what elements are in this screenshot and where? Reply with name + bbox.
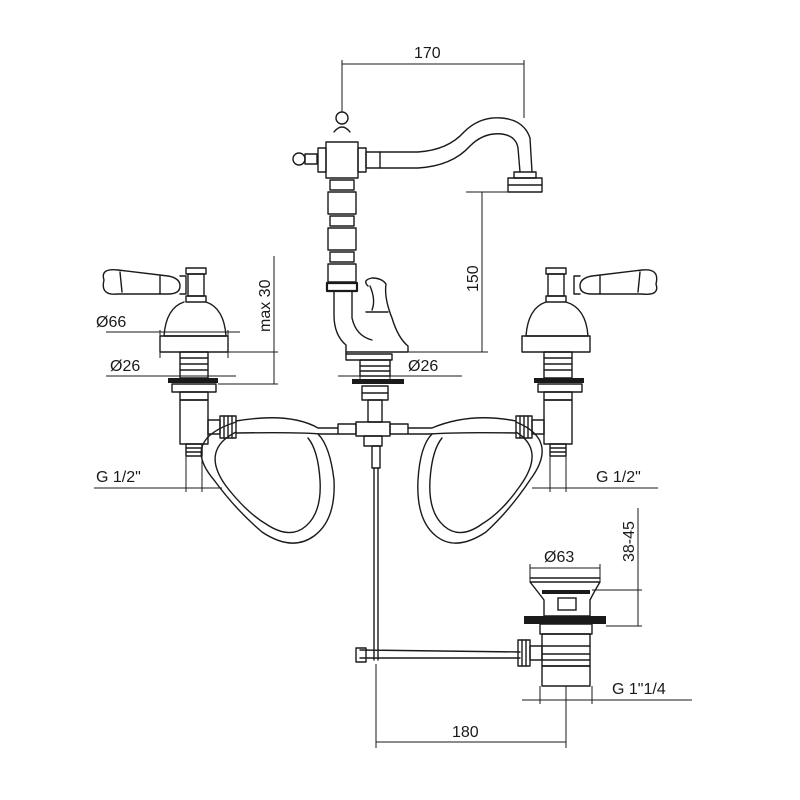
center-base xyxy=(337,353,521,663)
label-spout-height: 150 xyxy=(465,265,482,292)
left-hose xyxy=(200,417,339,544)
label-left-base-diameter: Ø66 xyxy=(96,314,126,331)
dim-center-shank-diameter: Ø26 xyxy=(338,358,462,380)
label-right-connection: G 1/2" xyxy=(596,469,641,486)
label-center-shank-diameter: Ø26 xyxy=(408,358,438,375)
label-handle-travel: max 30 xyxy=(257,279,274,332)
right-hose xyxy=(407,417,543,544)
label-drain-clearance: 38-45 xyxy=(621,521,638,562)
label-drain-thread: G 1"1/4 xyxy=(612,681,666,698)
dim-left-shank-diameter: Ø26 xyxy=(106,358,236,380)
dim-drain-clearance: 38-45 xyxy=(592,508,642,627)
dim-handle-travel: max 30 xyxy=(210,256,278,385)
dim-left-connection: G 1/2" xyxy=(94,456,222,492)
dim-left-base-diameter: Ø66 xyxy=(96,314,240,358)
label-left-connection: G 1/2" xyxy=(96,469,141,486)
dim-spout-reach: 170 xyxy=(341,45,525,118)
spout-body xyxy=(292,111,543,355)
pop-up-drain xyxy=(517,577,606,687)
label-spout-reach: 170 xyxy=(414,45,441,62)
dim-drain-offset: 180 xyxy=(375,664,567,748)
label-left-shank-diameter: Ø26 xyxy=(110,358,140,375)
right-valve xyxy=(515,267,658,457)
dim-spout-height: 150 xyxy=(408,191,530,353)
label-drain-offset: 180 xyxy=(452,724,479,741)
dim-drain-diameter: Ø63 xyxy=(529,549,601,582)
dim-drain-thread: G 1"1/4 xyxy=(522,681,692,704)
label-drain-diameter: Ø63 xyxy=(544,549,574,566)
dim-right-connection: G 1/2" xyxy=(532,456,658,492)
